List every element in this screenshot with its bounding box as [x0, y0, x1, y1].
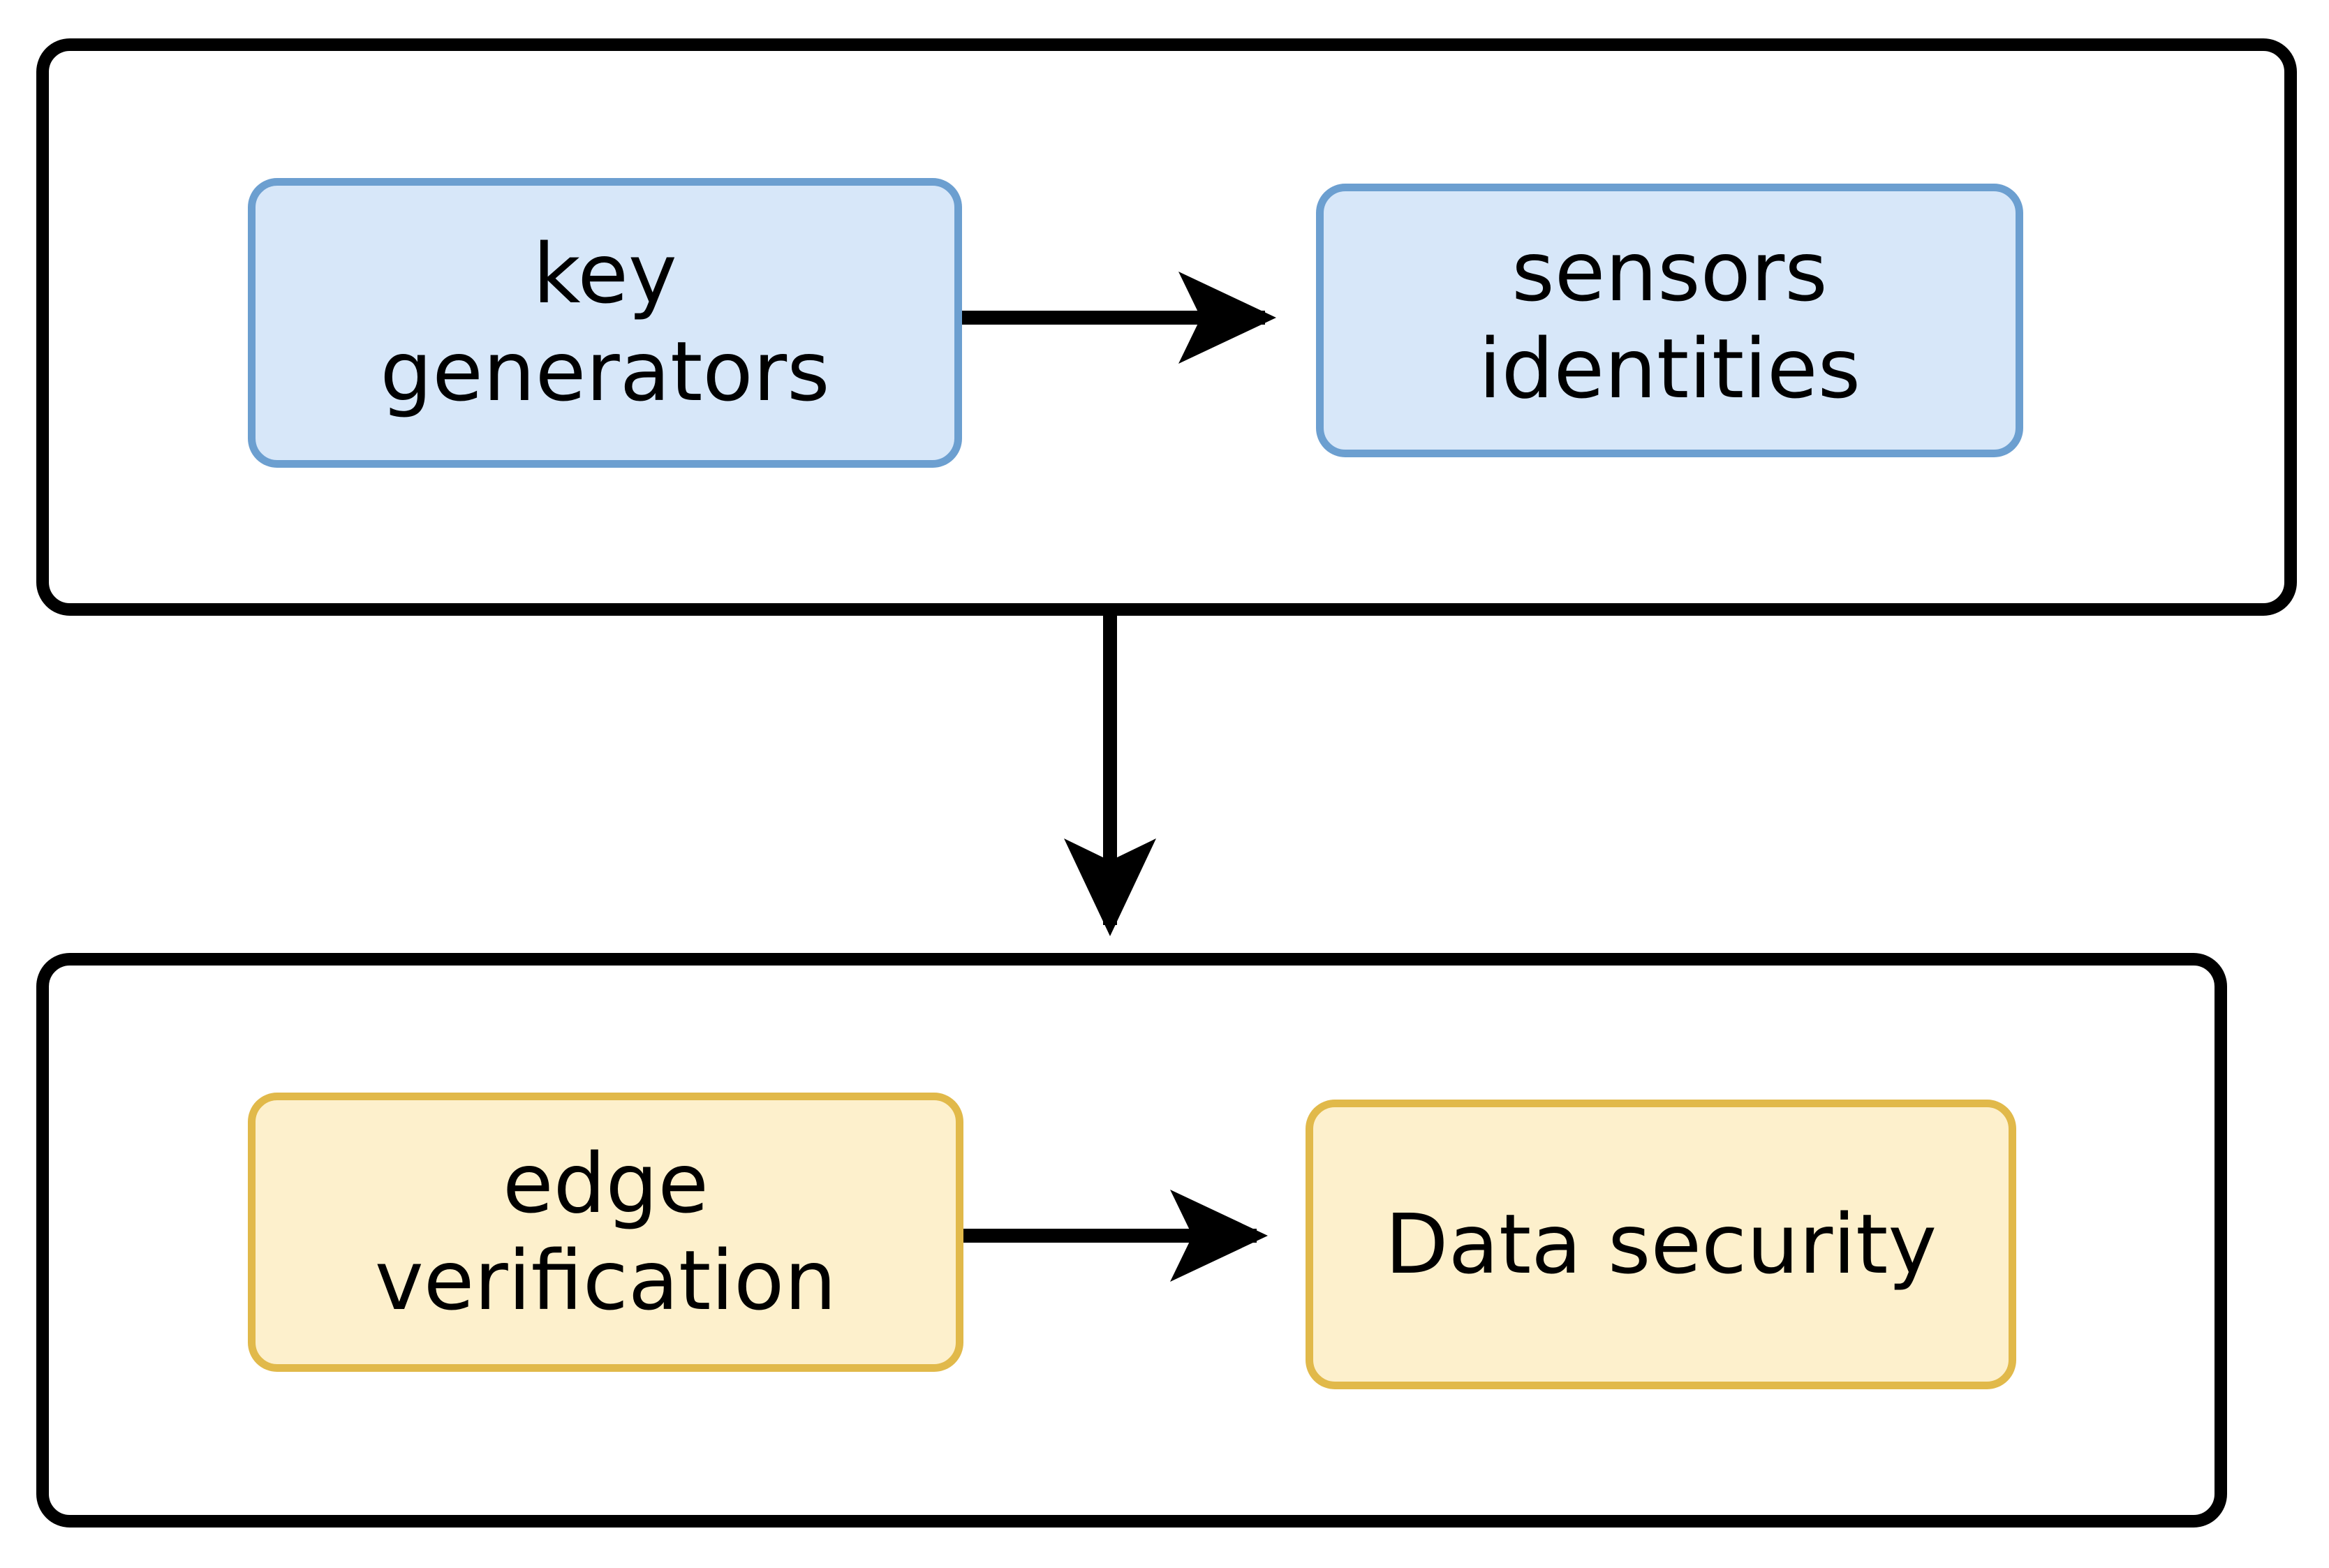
node-data-security-label: Data security — [1384, 1195, 1937, 1292]
node-edge-verification[interactable]: edge verification — [248, 1093, 963, 1372]
node-sensors-identities[interactable]: sensors identities — [1316, 184, 2023, 457]
node-key-generators-label: key generators — [380, 225, 830, 420]
node-edge-verification-label: edge verification — [374, 1134, 837, 1329]
node-key-generators[interactable]: key generators — [248, 178, 962, 468]
node-sensors-identities-label: sensors identities — [1478, 223, 1861, 417]
node-data-security[interactable]: Data security — [1306, 1100, 2016, 1389]
